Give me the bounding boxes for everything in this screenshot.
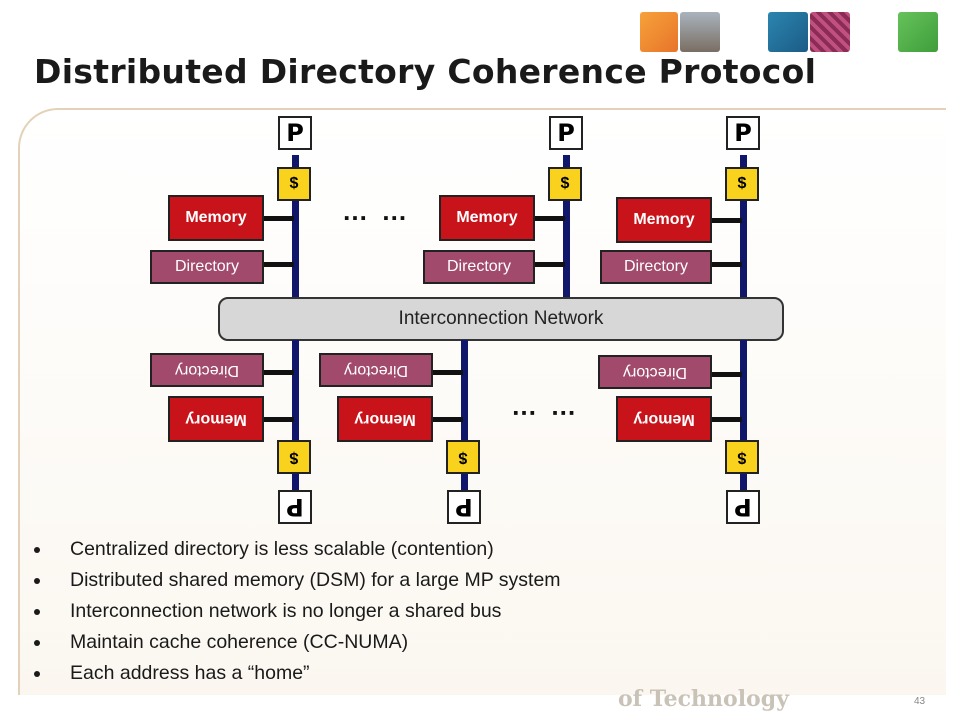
bullet-item: Distributed shared memory (DSM) for a la… xyxy=(30,565,561,596)
directory-top-3: Directory xyxy=(600,250,712,284)
cache-bottom-2: $ xyxy=(446,440,480,474)
processor-top-3: P xyxy=(726,116,760,150)
node-bus-top-3 xyxy=(740,155,747,298)
header-image-teal xyxy=(768,12,808,52)
bullet-item: Interconnection network is no longer a s… xyxy=(30,596,561,627)
cache-bottom-3: $ xyxy=(725,440,759,474)
cache-top-3: $ xyxy=(725,167,759,201)
directory-link-top-3 xyxy=(710,262,742,267)
header-image-orange xyxy=(640,12,678,52)
directory-link-bottom-1 xyxy=(262,370,294,375)
memory-top-3: Memory xyxy=(616,197,712,243)
header-image-green xyxy=(898,12,938,52)
directory-top-1: Directory xyxy=(150,250,264,284)
cache-top-2: $ xyxy=(548,167,582,201)
directory-link-top-1 xyxy=(262,262,294,267)
directory-bottom-3: Directory xyxy=(598,355,712,389)
node-bus-bottom-3 xyxy=(740,340,747,492)
cache-top-1: $ xyxy=(277,167,311,201)
memory-link-top-3 xyxy=(710,218,742,223)
memory-bottom-1: Memory xyxy=(168,396,264,442)
header-image-photo xyxy=(680,12,720,52)
directory-bottom-2: Directory xyxy=(319,353,433,387)
directory-bottom-1: Directory xyxy=(150,353,264,387)
node-bus-bottom-2 xyxy=(461,340,468,492)
memory-link-bottom-1 xyxy=(262,417,294,422)
ellipsis-top: … … xyxy=(342,196,411,226)
processor-bottom-3: P xyxy=(726,490,760,524)
memory-top-1: Memory xyxy=(168,195,264,241)
bullet-item: Maintain cache coherence (CC-NUMA) xyxy=(30,627,561,658)
bullet-item: Each address has a “home” xyxy=(30,658,561,689)
cache-bottom-1: $ xyxy=(277,440,311,474)
memory-top-2: Memory xyxy=(439,195,535,241)
processor-top-1: P xyxy=(278,116,312,150)
node-bus-top-2 xyxy=(563,155,570,298)
node-bus-top-1 xyxy=(292,155,299,298)
memory-link-bottom-3 xyxy=(710,417,742,422)
directory-top-2: Directory xyxy=(423,250,535,284)
processor-bottom-1: P xyxy=(278,490,312,524)
interconnection-network: Interconnection Network xyxy=(218,297,784,341)
bullet-list: Centralized directory is less scalable (… xyxy=(30,534,561,689)
memory-bottom-3: Memory xyxy=(616,396,712,442)
directory-link-top-2 xyxy=(533,262,565,267)
slide-title: Distributed Directory Coherence Protocol xyxy=(34,52,817,91)
processor-bottom-2: P xyxy=(447,490,481,524)
directory-link-bottom-3 xyxy=(710,372,742,377)
memory-bottom-2: Memory xyxy=(337,396,433,442)
memory-link-bottom-2 xyxy=(431,417,463,422)
directory-link-bottom-2 xyxy=(431,370,463,375)
header-image-chip xyxy=(810,12,850,52)
memory-link-top-2 xyxy=(533,216,565,221)
bullet-item: Centralized directory is less scalable (… xyxy=(30,534,561,565)
node-bus-bottom-1 xyxy=(292,340,299,492)
memory-link-top-1 xyxy=(262,216,294,221)
page-number: 43 xyxy=(914,696,926,707)
processor-top-2: P xyxy=(549,116,583,150)
footer-logo: of Technology xyxy=(618,686,789,712)
ellipsis-bottom: … … xyxy=(508,405,577,435)
